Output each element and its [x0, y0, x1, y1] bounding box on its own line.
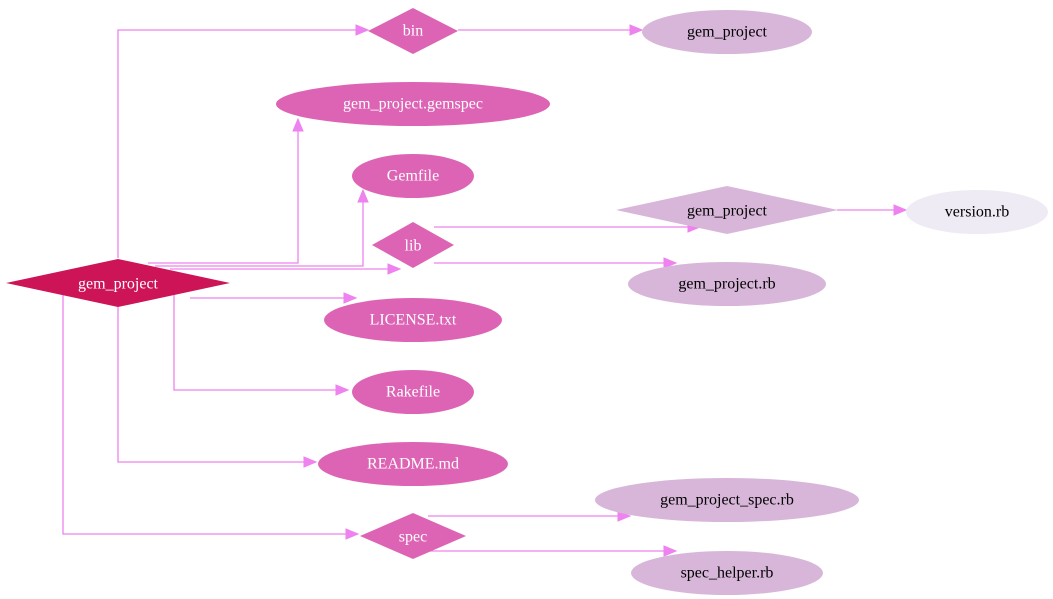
node-gemfile[interactable]: Gemfile [352, 154, 474, 198]
node-label: README.md [367, 456, 459, 473]
edge-root-to-gemspec [148, 117, 304, 264]
node-spec[interactable]: spec [360, 513, 466, 559]
node-spec-helper-rb[interactable]: spec_helper.rb [631, 551, 823, 595]
node-label: gem_project.rb [678, 276, 775, 293]
edge-lib-to-gem-project-dir [434, 221, 702, 233]
node-label: lib [405, 238, 422, 255]
node-label: gem_project [687, 203, 768, 220]
node-rakefile[interactable]: Rakefile [352, 370, 474, 414]
node-readme[interactable]: README.md [318, 442, 508, 486]
node-gemspec[interactable]: gem_project.gemspec [276, 82, 550, 126]
node-lib-gem-project-dir[interactable]: gem_project [616, 186, 838, 234]
node-label: spec_helper.rb [681, 565, 774, 582]
node-license[interactable]: LICENSE.txt [324, 298, 502, 342]
node-bin[interactable]: bin [368, 8, 458, 54]
nodes: gem_project bin gem_project gem_project.… [6, 8, 1048, 595]
edge-root-to-bin [117, 24, 370, 258]
node-gem-project-rb[interactable]: gem_project.rb [628, 262, 826, 306]
node-label: bin [403, 23, 423, 40]
edge-root-to-lib [170, 263, 402, 275]
edge-root-to-rakefile [173, 294, 350, 396]
node-bin-gem-project[interactable]: gem_project [642, 10, 812, 54]
node-label: gem_project.gemspec [343, 96, 483, 113]
node-label: spec [399, 529, 427, 546]
node-lib[interactable]: lib [372, 222, 454, 268]
node-version-rb[interactable]: version.rb [906, 190, 1048, 234]
node-root-gem-project[interactable]: gem_project [6, 259, 230, 307]
edges [62, 24, 908, 557]
edge-gem-project-dir-to-version-rb [837, 204, 908, 216]
edge-root-to-gemfile [155, 188, 369, 267]
edge-spec-to-spec-helper-rb [428, 545, 678, 557]
edge-spec-to-gem-project-spec-rb [428, 510, 632, 522]
node-label: gem_project [687, 24, 768, 41]
node-gem-project-spec-rb[interactable]: gem_project_spec.rb [595, 478, 859, 522]
edge-bin-to-gem-project [458, 24, 644, 36]
edge-lib-to-gem-project-rb [434, 257, 678, 269]
node-label: version.rb [945, 204, 1009, 221]
node-label: Rakefile [386, 384, 440, 401]
edge-root-to-spec [62, 294, 360, 540]
node-label: Gemfile [387, 168, 439, 185]
node-label: gem_project_spec.rb [660, 492, 794, 509]
node-label: LICENSE.txt [370, 312, 457, 329]
edge-root-to-readme [117, 306, 318, 468]
node-label: gem_project [78, 276, 159, 293]
edge-root-to-license [190, 292, 358, 304]
